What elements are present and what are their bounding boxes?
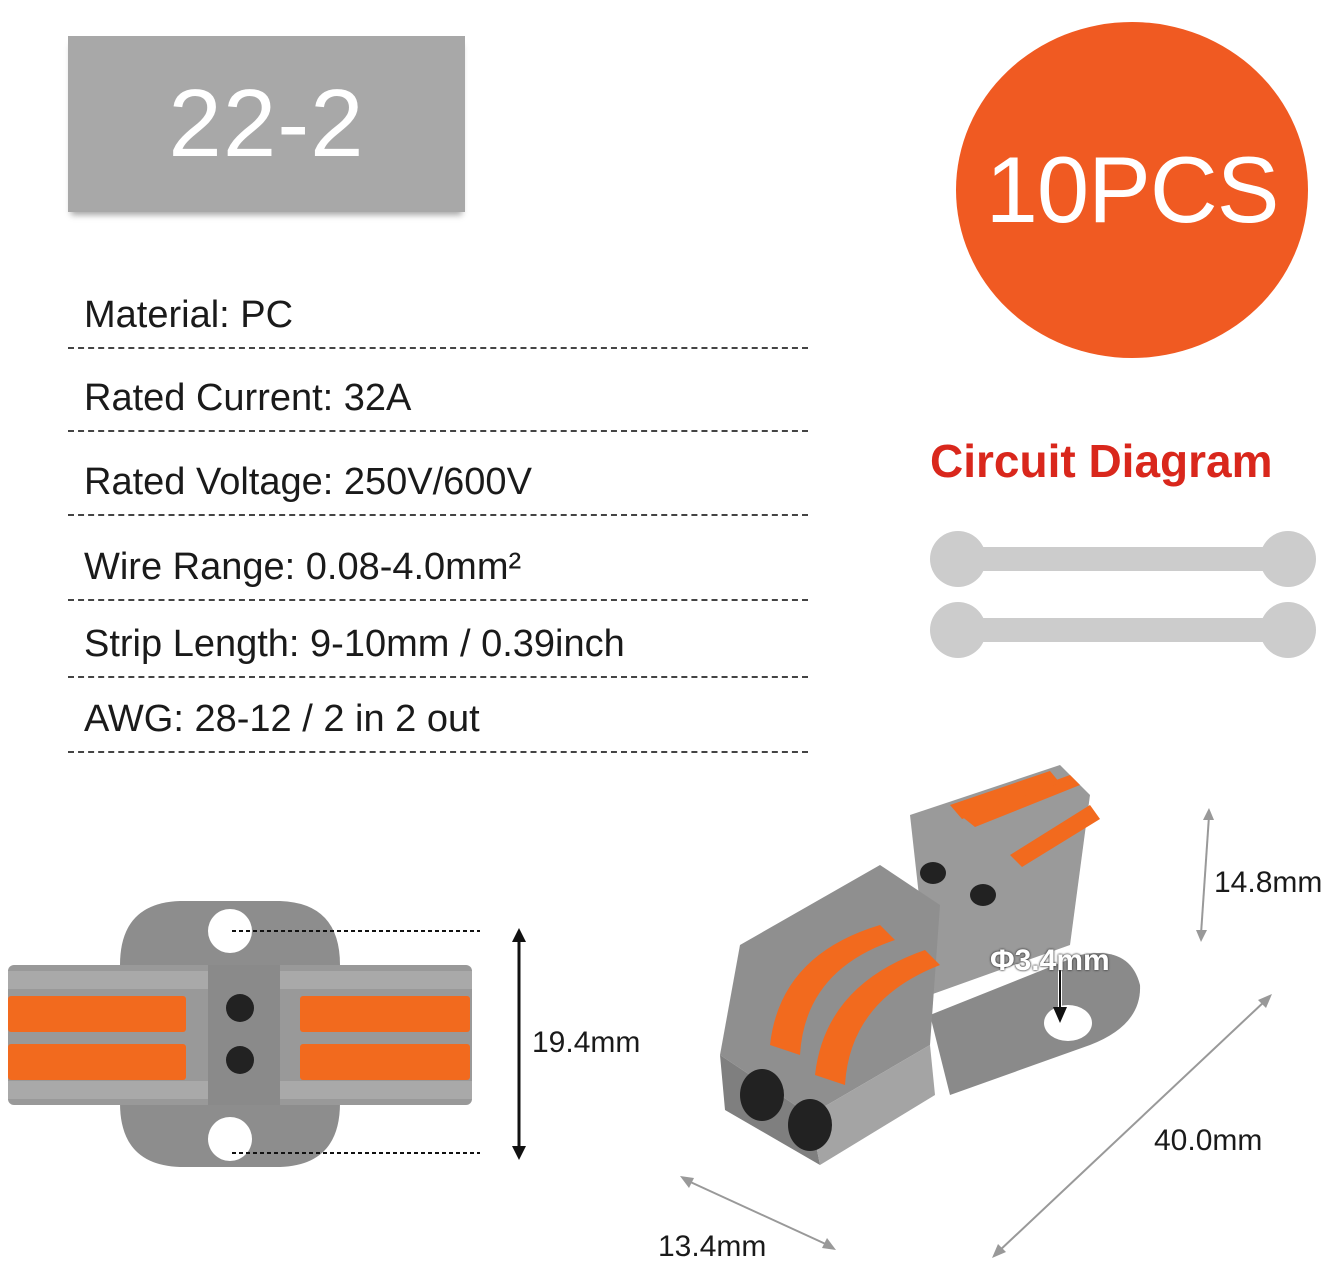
spec-row-wire-range: Wire Range: 0.08-4.0mm² (68, 521, 808, 601)
circuit-line-1 (930, 531, 1316, 587)
connector-iso-view (720, 765, 1141, 1165)
spec-row-awg: AWG: 28-12 / 2 in 2 out (68, 673, 808, 753)
width-dimension-arrow (680, 1176, 836, 1250)
height-side-label: 14.8mm (1214, 866, 1323, 899)
circuit-diagram-title: Circuit Diagram (930, 435, 1273, 487)
width-label: 13.4mm (658, 1230, 767, 1263)
spec-text: Wire Range: 0.08-4.0mm² (84, 546, 522, 588)
spec-row-current: Rated Current: 32A (68, 352, 808, 432)
model-label: 22-2 (168, 70, 365, 177)
model-badge: 22-2 (68, 36, 465, 212)
quantity-label: 10PCS (985, 137, 1280, 242)
spec-row-material: Material: PC (68, 269, 808, 349)
spec-row-voltage: Rated Voltage: 250V/600V (68, 436, 808, 516)
spec-text: Strip Length: 9-10mm / 0.39inch (84, 623, 625, 665)
quantity-badge: 10PCS (956, 22, 1308, 358)
length-dimension-arrow (992, 994, 1272, 1258)
side-height-arrow (1196, 808, 1214, 942)
hole-diameter-label: Φ3.4mm (990, 944, 1110, 977)
spec-text: Rated Voltage: 250V/600V (84, 461, 532, 503)
circuit-diagram (930, 531, 1316, 658)
spec-text: Rated Current: 32A (84, 377, 412, 419)
connector-front-view (8, 901, 480, 1167)
height-front-label: 19.4mm (532, 1026, 641, 1059)
height-dimension-arrow (512, 928, 526, 1160)
spec-row-strip-length: Strip Length: 9-10mm / 0.39inch (68, 598, 808, 678)
circuit-line-2 (930, 602, 1316, 658)
spec-text: AWG: 28-12 / 2 in 2 out (84, 698, 480, 740)
spec-text: Material: PC (84, 294, 294, 336)
length-label: 40.0mm (1154, 1124, 1263, 1157)
